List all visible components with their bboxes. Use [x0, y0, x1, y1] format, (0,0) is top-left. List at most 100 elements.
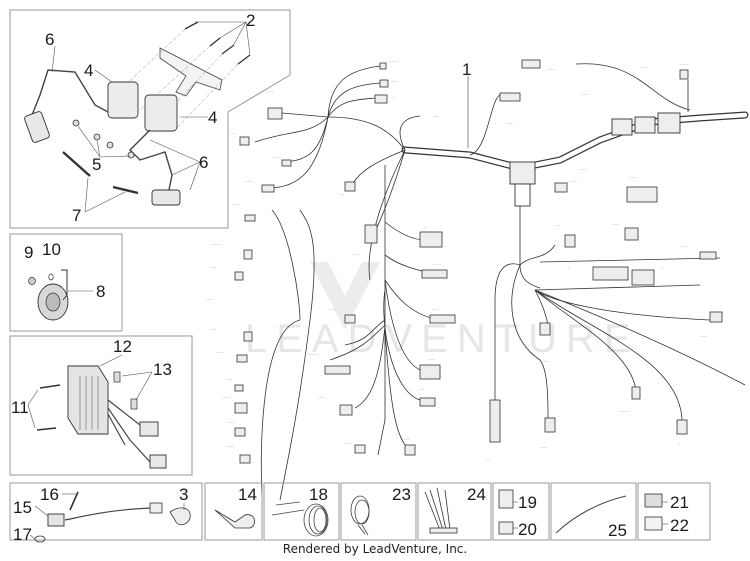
svg-text:.......: .......: [232, 202, 239, 206]
panel-relays: 19 20: [492, 482, 550, 541]
callout-10: 10: [42, 240, 61, 259]
callout-18: 18: [309, 485, 328, 504]
panel-harness-24: 24: [417, 482, 492, 541]
svg-text:........: ........: [680, 62, 688, 66]
svg-text:......: ......: [433, 114, 439, 118]
connector-icon: [139, 421, 159, 437]
panel-speed-sensor: 16 15 17 3: [9, 482, 203, 544]
cable-coil-icon: [271, 501, 329, 537]
callout-11: 11: [11, 398, 29, 417]
callout-22: 22: [670, 516, 689, 535]
svg-text:...: ...: [568, 265, 571, 269]
relay-small-icon: [498, 521, 514, 535]
callout-16: 16: [40, 485, 59, 504]
watermark-logo: [310, 262, 380, 330]
svg-text:........: ........: [266, 89, 274, 93]
svg-text:....: ....: [340, 192, 344, 196]
panel-regulator: 12 13 11: [9, 335, 193, 476]
svg-text:...: ...: [392, 95, 395, 99]
sensor-bracket-icon: [214, 509, 255, 529]
clip-icon: [169, 507, 191, 526]
svg-text:.......: .......: [330, 307, 337, 311]
svg-text:...: ...: [660, 265, 663, 269]
svg-text:....: ....: [420, 387, 424, 391]
voltage-regulator-icon: [67, 365, 109, 435]
svg-text:....: ....: [556, 223, 560, 227]
svg-text:.......: .......: [391, 79, 398, 83]
callout-6: 6: [45, 30, 54, 49]
screw-icon: [36, 384, 61, 431]
svg-text:.......: .......: [548, 67, 555, 71]
connector-icon: [149, 502, 163, 514]
svg-text:........: ........: [402, 437, 410, 441]
callout-2: 2: [246, 11, 255, 30]
svg-text:...: ...: [424, 225, 427, 229]
svg-text:......: ......: [228, 420, 234, 424]
panel-bracket-14: 14: [204, 482, 263, 541]
horn-icon: [37, 269, 69, 321]
svg-text:.......: .......: [352, 252, 359, 256]
svg-text:......: ......: [226, 377, 232, 381]
sub-harness-icon: [424, 487, 458, 534]
svg-text:.......: .......: [272, 155, 279, 159]
callout-13: 13: [153, 360, 172, 379]
svg-text:.....: .....: [432, 307, 437, 311]
callout-20: 20: [518, 520, 537, 539]
panel-cable-25: 25: [550, 482, 637, 541]
svg-text:....: ....: [486, 457, 490, 461]
svg-text:......: ......: [210, 327, 216, 331]
watermark-text: LEADVENTURE: [245, 317, 640, 361]
callout-21: 21: [670, 493, 689, 512]
callout-15: 15: [13, 498, 32, 517]
svg-text:.......: .......: [580, 167, 587, 171]
fuse-holder-icon: [644, 516, 663, 531]
svg-text:........: ........: [226, 444, 234, 448]
callout-6: 6: [199, 153, 208, 172]
relay-icon: [498, 489, 514, 509]
callout-25: 25: [608, 521, 627, 540]
callout-17: 17: [13, 525, 32, 544]
main-wiring-harness: .................... ...................…: [206, 59, 749, 501]
svg-text:.......: .......: [206, 297, 213, 301]
washer-icon: [48, 273, 54, 281]
svg-text:...: ...: [677, 442, 680, 446]
svg-text:........: ........: [212, 242, 220, 246]
terminal-icon: [113, 371, 121, 383]
svg-text:.......: .......: [245, 179, 252, 183]
cable-coil-icon: [350, 495, 370, 536]
svg-text:.......: .......: [428, 357, 435, 361]
cable-icon: [555, 495, 627, 534]
svg-text:.......: .......: [216, 350, 223, 354]
svg-text:.......: .......: [540, 445, 547, 449]
svg-text:.......: .......: [506, 121, 513, 125]
nut-icon: [72, 119, 135, 159]
callout-23: 23: [392, 485, 411, 504]
panel-cable-18: 18: [263, 482, 340, 541]
callout-12: 12: [113, 337, 132, 356]
svg-text:.......: .......: [680, 244, 687, 248]
svg-text:.......: .......: [700, 334, 707, 338]
bolt-icon: [184, 21, 251, 65]
svg-text:.......: .......: [344, 441, 351, 445]
svg-text:.......: .......: [222, 395, 229, 399]
fuse-holder-icon: [644, 493, 663, 508]
callout-4: 4: [208, 108, 217, 127]
screw-icon: [28, 277, 36, 285]
callout-9: 9: [24, 243, 33, 262]
svg-text:.........: .........: [388, 59, 397, 63]
terminal-icon: [130, 398, 138, 410]
svg-text:.........: .........: [308, 352, 317, 356]
svg-text:........: ........: [433, 262, 441, 266]
callout-14: 14: [238, 485, 257, 504]
connector-icon: [234, 59, 723, 464]
speed-sensor-icon: [47, 513, 65, 527]
callout-1: 1: [462, 60, 471, 79]
svg-text:.......: .......: [570, 179, 577, 183]
callout-4: 4: [84, 61, 93, 80]
harness-junction-box: [509, 161, 536, 185]
callout-7: 7: [72, 206, 81, 225]
panel-horn: 9 10 8: [9, 233, 123, 332]
svg-text:........: ........: [540, 359, 548, 363]
connector-icon: [149, 454, 167, 469]
